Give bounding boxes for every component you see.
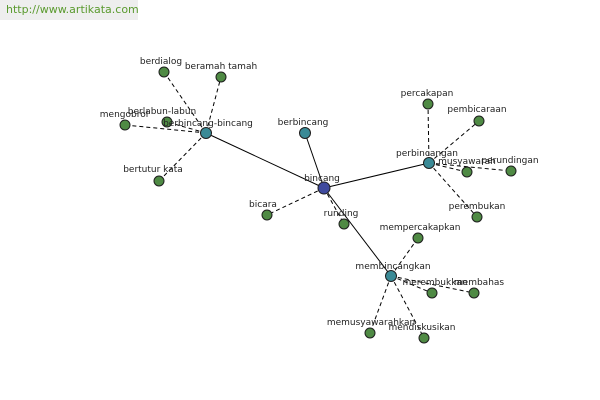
label-perbincangan: perbincangan bbox=[396, 149, 458, 159]
label-berlabun-labun: berlabun-labun bbox=[128, 107, 196, 117]
label-musyawarah: musyawarah bbox=[438, 157, 496, 167]
label-mempercakapkan: mempercakapkan bbox=[380, 223, 461, 233]
edge-berbincang-bincang-to-berdialog bbox=[163, 71, 207, 134]
label-membincangkan: membincangkan bbox=[355, 262, 430, 272]
label-berbincang: berbincang bbox=[278, 118, 329, 128]
node-berlabun-labun[interactable] bbox=[161, 116, 173, 128]
node-bincang[interactable] bbox=[317, 181, 331, 195]
node-mengobrol[interactable] bbox=[119, 119, 131, 131]
watermark-url: http://www.artikata.com bbox=[0, 0, 139, 20]
edge-perbincangan-to-perembukan bbox=[428, 162, 478, 218]
node-memusyawarahkan[interactable] bbox=[364, 327, 376, 339]
label-memusyawarahkan: memusyawarahkan bbox=[327, 318, 415, 328]
edge-bincang-to-berbincang-bincang bbox=[205, 132, 325, 189]
node-bicara[interactable] bbox=[261, 209, 273, 221]
labels-layer: bincang berbincang berbincang-bincang perbi… bbox=[100, 57, 539, 333]
edge-bincang-to-bicara bbox=[266, 187, 325, 216]
edge-membincangkan-to-mendiskusikan bbox=[390, 275, 425, 339]
label-pembicaraan: pembicaraan bbox=[447, 105, 506, 115]
node-beramah-tamah[interactable] bbox=[215, 71, 227, 83]
node-perundingan[interactable] bbox=[505, 165, 517, 177]
node-pembicaraan[interactable] bbox=[473, 115, 485, 127]
label-berbincang-bincang: berbincang-bincang bbox=[163, 119, 253, 129]
label-mendiskusikan: mendiskusikan bbox=[388, 323, 455, 333]
label-berdialog: berdialog bbox=[140, 57, 182, 67]
node-membincangkan[interactable] bbox=[385, 270, 397, 282]
node-perembukan[interactable] bbox=[471, 211, 483, 223]
label-merembukkan: merembukkan bbox=[402, 278, 467, 288]
node-musyawarah[interactable] bbox=[461, 166, 473, 178]
label-percakapan: percakapan bbox=[401, 89, 454, 99]
node-percakapan[interactable] bbox=[422, 98, 434, 110]
label-perembukan: perembukan bbox=[449, 202, 506, 212]
node-merembukkan[interactable] bbox=[426, 287, 438, 299]
label-bicara: bicara bbox=[249, 200, 277, 210]
node-mempercakapkan[interactable] bbox=[412, 232, 424, 244]
node-membahas[interactable] bbox=[468, 287, 480, 299]
edge-bincang-to-perbincangan bbox=[323, 162, 430, 189]
node-mendiskusikan[interactable] bbox=[418, 332, 430, 344]
nodes-layer bbox=[119, 66, 517, 344]
edge-berbincang-bincang-to-beramah-tamah bbox=[205, 76, 222, 134]
edge-membincangkan-to-merembukkan bbox=[390, 275, 433, 294]
node-berbincang[interactable] bbox=[299, 127, 311, 139]
edge-perbincangan-to-percakapan bbox=[427, 103, 430, 164]
edge-membincangkan-to-membahas bbox=[390, 275, 475, 294]
label-beramah-tamah: beramah tamah bbox=[185, 62, 257, 72]
edge-bincang-to-membincangkan bbox=[323, 187, 392, 277]
label-bincang: bincang bbox=[304, 174, 340, 184]
label-runding: runding bbox=[324, 209, 359, 219]
label-membahas: membahas bbox=[454, 278, 505, 288]
label-bertutur-kata: bertutur kata bbox=[123, 165, 183, 175]
node-berdialog[interactable] bbox=[158, 66, 170, 78]
node-bertutur-kata[interactable] bbox=[153, 175, 165, 187]
node-perbincangan[interactable] bbox=[423, 157, 435, 169]
edges-layer bbox=[124, 71, 512, 339]
node-berbincang-bincang[interactable] bbox=[200, 127, 212, 139]
label-perundingan: perundingan bbox=[481, 156, 538, 166]
edge-perbincangan-to-pembicaraan bbox=[428, 120, 480, 164]
edge-membincangkan-to-mempercakapkan bbox=[390, 237, 419, 277]
node-runding[interactable] bbox=[338, 218, 350, 230]
edge-membincangkan-to-memusyawarahkan bbox=[369, 275, 392, 334]
edge-bincang-to-berbincang bbox=[304, 132, 325, 189]
label-mengobrol: mengobrol bbox=[100, 110, 148, 120]
